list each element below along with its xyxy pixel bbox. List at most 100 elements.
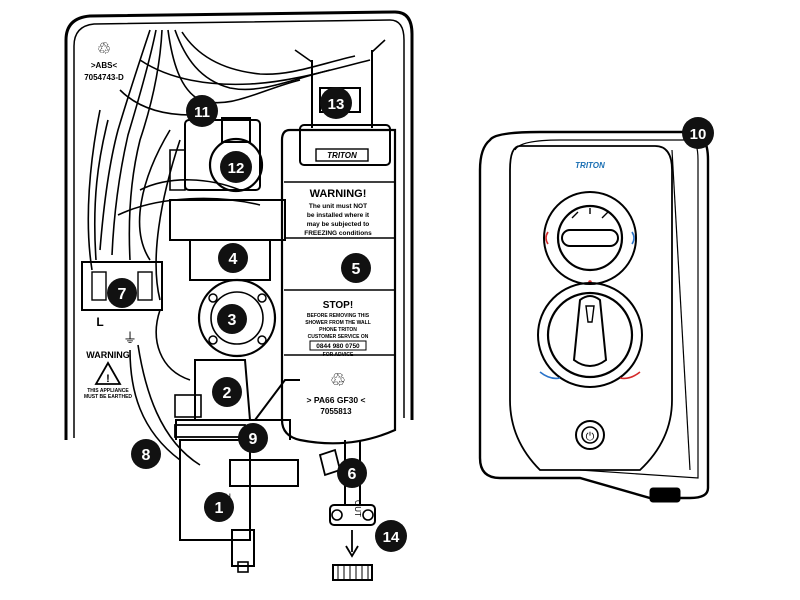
callout-7: 7 — [107, 278, 137, 308]
flow-valve-bolt-4 — [257, 335, 267, 345]
tank-stop-heading: STOP! — [323, 300, 353, 311]
left-warning-exclaim: ! — [106, 373, 110, 385]
selector-knob-pointer — [585, 305, 595, 323]
flow-valve-bolt-1 — [208, 293, 218, 303]
outlet-thread-lines — [337, 565, 369, 580]
callout-12: 12 — [220, 151, 252, 183]
inlet-filter — [229, 459, 299, 487]
inlet-body — [179, 439, 251, 541]
callout-5-label: 5 — [352, 261, 361, 278]
callout-10-label: 10 — [690, 126, 707, 143]
left-warning-line-1: THIS APPLIANCE — [87, 388, 129, 394]
callout-6: 6 — [337, 458, 367, 488]
outlet-elbow — [318, 448, 342, 477]
tank-lid — [299, 124, 391, 166]
callout-8: 8 — [131, 439, 161, 469]
tank-warning-line-1: The unit must NOT — [309, 203, 367, 210]
part-number-top: 7054743-D — [84, 73, 124, 82]
power-button[interactable] — [575, 420, 605, 450]
selector-knob-outer[interactable] — [537, 282, 643, 388]
backplate-inner — [73, 19, 405, 438]
tank-material-code: > PA66 GF30 < — [307, 395, 366, 405]
callout-3: 3 — [217, 304, 247, 334]
bracket-tab — [221, 117, 251, 143]
terminal-screw-2 — [137, 271, 153, 301]
tank-part-number: 7055813 — [320, 407, 352, 416]
outlet-fitting-screw-1 — [331, 509, 343, 521]
tank-stop-line-3: PHONE TRITON — [319, 327, 357, 333]
flow-valve-inner — [210, 291, 264, 345]
flow-valve-bolt-3 — [208, 335, 218, 345]
outlet-fitting — [329, 504, 376, 526]
tank-brand-label: TRITON — [327, 151, 357, 160]
cover-brand-label: TRITON — [575, 161, 605, 170]
tank-stop-line-4: CUSTOMER SERVICE ON — [308, 334, 369, 340]
temperature-hot-mark — [545, 231, 549, 245]
callout-5: 5 — [341, 253, 371, 283]
outlet-marking: OUT — [353, 500, 362, 517]
tank-stop-line-2: SHOWER FROM THE WALL — [305, 320, 371, 326]
callout-8-label: 8 — [142, 447, 151, 464]
terminal-label-L: L — [96, 315, 103, 329]
temperature-knob-grip — [561, 229, 619, 247]
tank-stop-line-5: 0844 980 0750 — [316, 343, 360, 350]
callout-11: 11 — [186, 95, 218, 127]
tank-warning-heading: WARNING! — [310, 188, 367, 200]
recycle-mark-top: ♲ — [97, 41, 111, 58]
cover-outlet-stub — [649, 487, 681, 503]
earth-lead — [129, 349, 181, 461]
callout-11-label: 11 — [194, 104, 210, 121]
tank-warning-line-4: FREEZING conditions — [304, 230, 372, 237]
power-button-inner — [581, 426, 599, 444]
cover-inner-line — [514, 139, 699, 479]
front-cover: TRITON ⏻ — [478, 130, 710, 503]
callout-13: 13 — [320, 87, 352, 119]
bracket-flange — [169, 149, 186, 191]
cover-face — [509, 145, 673, 471]
callout-10: 10 — [682, 117, 714, 149]
callout-7-label: 7 — [118, 286, 127, 303]
callout-9-label: 9 — [249, 431, 258, 448]
backplate-outer — [64, 10, 414, 440]
tank-brand-plate — [315, 148, 369, 162]
callout-2: 2 — [212, 377, 242, 407]
terminal-screw-1 — [91, 271, 107, 301]
power-icon: ⏻ — [586, 431, 595, 443]
terminal-block — [81, 261, 163, 311]
lower-bracket — [174, 424, 246, 438]
tank-phone-box — [309, 340, 367, 351]
callout-6-label: 6 — [348, 466, 357, 483]
callout-9: 9 — [238, 423, 268, 453]
tank-warning-line-2: be installed where it — [307, 212, 370, 219]
pressure-switch-ring — [208, 137, 264, 193]
mid-bracket — [169, 199, 286, 241]
tank-recycle-mark: ♲ — [330, 370, 346, 390]
element-wire-2 — [371, 39, 386, 53]
internal-unit: ♲ >ABS< 7054743-D IN — [64, 10, 414, 581]
callout-14-label: 14 — [383, 529, 400, 546]
earth-lead-2 — [137, 344, 201, 466]
outlet-arrow — [345, 530, 359, 558]
selector-knob-grip — [572, 295, 608, 367]
callout-3-label: 3 — [228, 312, 237, 329]
side-clamp — [174, 394, 202, 418]
outlet-thread — [332, 564, 373, 581]
material-code-top: >ABS< — [91, 61, 118, 70]
selector-hot-mark — [619, 371, 641, 380]
callout-4: 4 — [218, 243, 248, 273]
inlet-pipe — [175, 419, 291, 440]
tank-warning-line-3: may be subjected to — [307, 221, 370, 228]
selector-knob[interactable] — [546, 291, 634, 379]
cover-side-line — [671, 149, 691, 471]
solenoid-lead — [155, 309, 191, 381]
callout-1: 1 — [204, 492, 234, 522]
callout-2-label: 2 — [223, 385, 232, 402]
earth-symbol: ⏚ — [123, 330, 137, 346]
tank-stop-line-6: FOR ADVICE — [323, 352, 354, 358]
callout-14: 14 — [375, 520, 407, 552]
callout-markers: 1 2 3 4 5 6 7 8 — [107, 87, 714, 552]
tank-stop-line-1: BEFORE REMOVING THIS — [307, 313, 370, 319]
element-wire-1 — [294, 49, 313, 63]
temperature-knob[interactable] — [556, 204, 624, 272]
